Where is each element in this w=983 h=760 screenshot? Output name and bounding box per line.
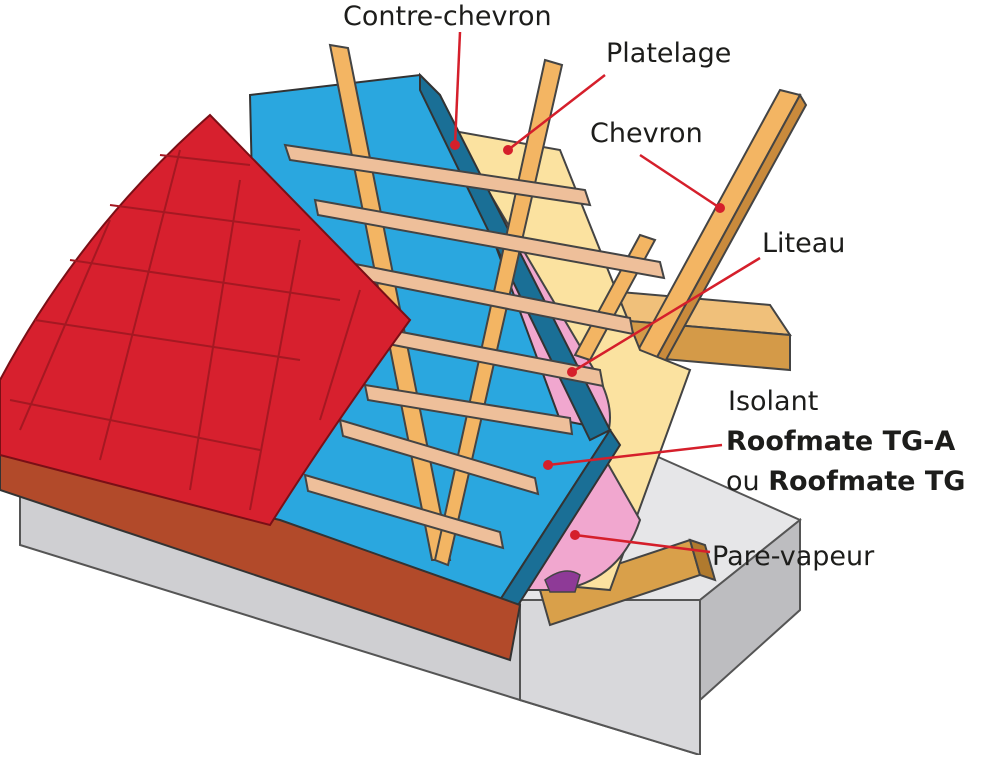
leader-lines xyxy=(453,31,761,554)
label-contre-chevron: Contre-chevron xyxy=(343,1,552,32)
roof-tiles xyxy=(0,113,412,527)
label-platelage: Platelage xyxy=(606,38,731,69)
label-chevron: Chevron xyxy=(590,118,703,149)
label-roofmate-tg: Roofmate TG xyxy=(768,466,965,497)
liteaux xyxy=(283,143,666,550)
leader-dots xyxy=(450,140,725,540)
label-pare-vapeur: Pare-vapeur xyxy=(712,541,875,572)
label-ou: ou xyxy=(726,466,768,497)
label-roofmate-tg-line: ou Roofmate TG xyxy=(726,466,965,497)
label-isolant: Isolant xyxy=(728,386,818,417)
label-liteau: Liteau xyxy=(762,228,845,259)
label-roofmate-tga: Roofmate TG-A xyxy=(726,426,955,457)
